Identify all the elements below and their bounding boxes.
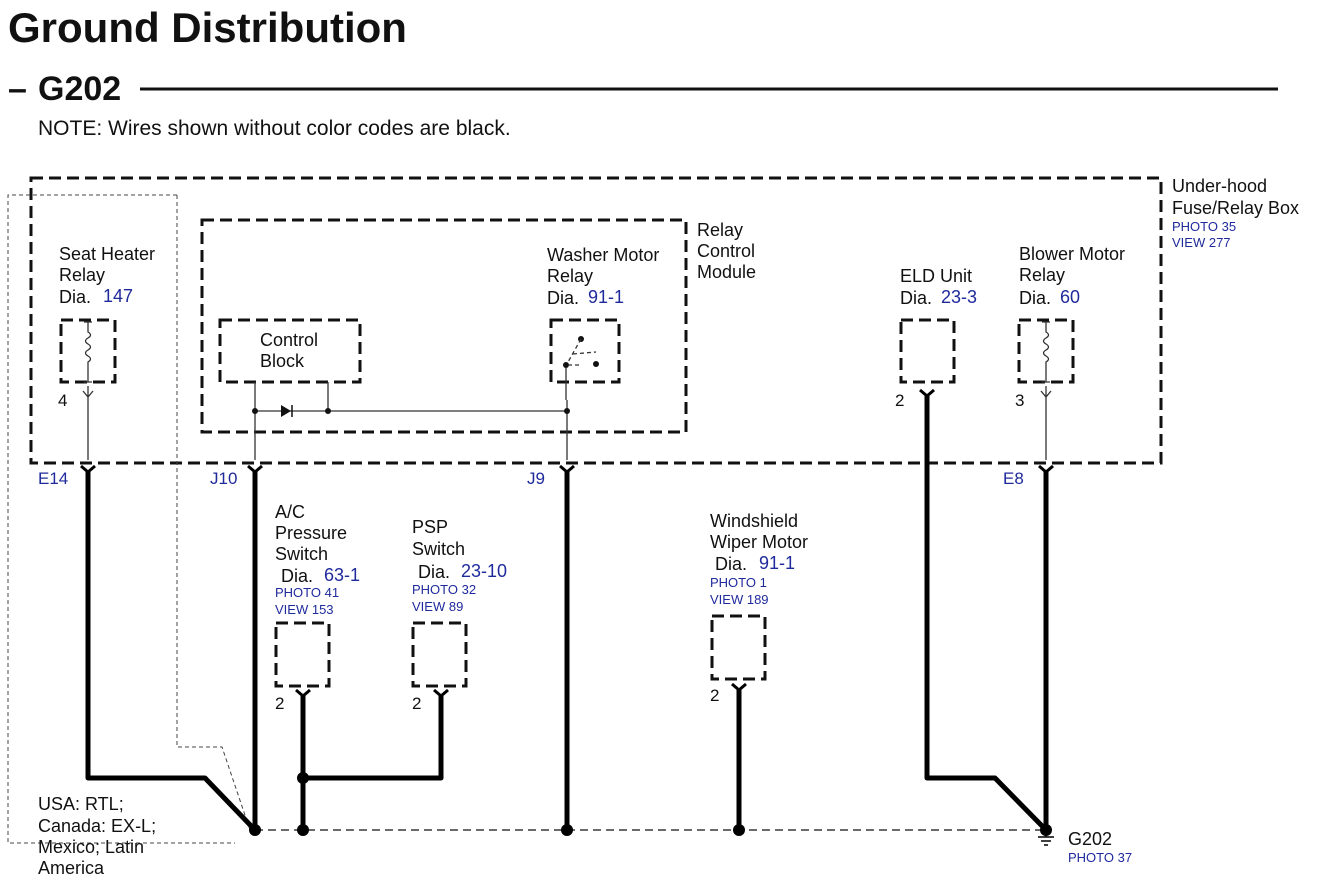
relay-control-module-outline [200, 218, 688, 434]
connector-e8[interactable]: E8 [1003, 469, 1024, 488]
seat-heater-relay-box [59, 318, 117, 384]
seat-heater-lead [82, 386, 94, 460]
fuse-box-label-2: Fuse/Relay Box [1172, 198, 1299, 218]
ground-photo-link[interactable]: PHOTO 37 [1068, 850, 1132, 865]
eld-unit-label: ELD Unit [900, 266, 972, 286]
ac-switch-dia-label: Dia. [281, 566, 313, 586]
wiper-motor-label-2: Wiper Motor [710, 532, 808, 552]
connector-e14[interactable]: E14 [38, 469, 68, 488]
blower-relay-lead [1040, 386, 1052, 460]
market-note-3: Mexico; Latin [38, 837, 144, 857]
diode-icon [281, 405, 291, 417]
blower-relay-dia-link[interactable]: 60 [1060, 287, 1080, 307]
psp-switch-pin: 2 [412, 694, 421, 713]
seat-heater-pin: 4 [58, 391, 67, 410]
washer-relay-box [549, 318, 621, 384]
psp-switch-dia-label: Dia. [418, 562, 450, 582]
control-block-label-1: Control [260, 330, 318, 350]
seat-heater-dia-label: Dia. [59, 287, 91, 307]
internal-control-wires [254, 382, 568, 460]
ac-switch-photo-link[interactable]: PHOTO 41 [275, 585, 339, 600]
eld-unit-box [899, 318, 956, 384]
blower-relay-label-1: Blower Motor [1019, 244, 1125, 264]
ac-switch-dia-link[interactable]: 63-1 [324, 565, 360, 585]
psp-switch-label-2: Switch [412, 539, 465, 559]
wiper-motor-box [710, 614, 767, 681]
psp-switch-label-1: PSP [412, 517, 448, 537]
ac-switch-pin: 2 [275, 694, 284, 713]
wiper-motor-dia-link[interactable]: 91-1 [759, 553, 795, 573]
fuse-box-view-link[interactable]: VIEW 277 [1172, 235, 1231, 250]
connector-j10[interactable]: J10 [210, 469, 237, 488]
wiper-motor-pin: 2 [710, 686, 719, 705]
control-block-label-2: Block [260, 351, 305, 371]
splice-dots [249, 772, 1052, 836]
switch-contact-icon [563, 336, 599, 400]
psp-switch-dia-link[interactable]: 23-10 [461, 561, 507, 581]
connector-j9[interactable]: J9 [527, 469, 545, 488]
eld-unit-pin: 2 [895, 391, 904, 410]
market-note-4: America [38, 858, 105, 878]
seat-heater-label-1: Seat Heater [59, 244, 155, 264]
ac-switch-box [274, 621, 331, 688]
wiper-motor-label-1: Windshield [710, 511, 798, 531]
seat-heater-label-2: Relay [59, 265, 105, 285]
ac-switch-label-3: Switch [275, 544, 328, 564]
psp-switch-photo-link[interactable]: PHOTO 32 [412, 582, 476, 597]
ground-wires [85, 396, 1049, 832]
control-block-box [218, 318, 362, 384]
page-title: Ground Distribution [8, 4, 407, 51]
seat-heater-dia-link[interactable]: 147 [103, 286, 133, 306]
washer-relay-label-1: Washer Motor [547, 245, 659, 265]
blower-relay-dia-label: Dia. [1019, 288, 1051, 308]
section-dash: – [8, 70, 27, 108]
eld-unit-dia-link[interactable]: 23-3 [941, 287, 977, 307]
rcm-label-1: Relay [697, 220, 743, 240]
blower-relay-label-2: Relay [1019, 265, 1065, 285]
washer-relay-label-2: Relay [547, 266, 593, 286]
fuse-box-outline [29, 176, 1163, 465]
psp-switch-box [411, 621, 468, 688]
section-title: G202 [38, 70, 121, 108]
wiper-motor-dia-label: Dia. [715, 554, 747, 574]
option-harness-line [7, 194, 251, 844]
wiper-motor-view-link[interactable]: VIEW 189 [710, 592, 769, 607]
eld-unit-dia-label: Dia. [900, 288, 932, 308]
ground-label: G202 [1068, 829, 1112, 849]
ac-switch-view-link[interactable]: VIEW 153 [275, 602, 334, 617]
market-note-2: Canada: EX-L; [38, 816, 156, 836]
washer-relay-dia-label: Dia. [547, 288, 579, 308]
rcm-label-3: Module [697, 262, 756, 282]
blower-relay-box [1017, 318, 1075, 384]
wiper-motor-photo-link[interactable]: PHOTO 1 [710, 575, 767, 590]
blower-relay-pin: 3 [1015, 391, 1024, 410]
rcm-label-2: Control [697, 241, 755, 261]
ac-switch-label-1: A/C [275, 502, 305, 522]
washer-relay-dia-link[interactable]: 91-1 [588, 287, 624, 307]
note-text: NOTE: Wires shown without color codes ar… [38, 117, 511, 140]
psp-switch-view-link[interactable]: VIEW 89 [412, 599, 463, 614]
seat-heater-coil-icon [84, 321, 92, 383]
fuse-box-label-1: Under-hood [1172, 176, 1267, 196]
market-note-1: USA: RTL; [38, 794, 124, 814]
ground-symbol-icon [1038, 830, 1054, 846]
fuse-box-photo-link[interactable]: PHOTO 35 [1172, 219, 1236, 234]
ac-switch-label-2: Pressure [275, 523, 347, 543]
blower-relay-coil-icon [1042, 321, 1050, 383]
